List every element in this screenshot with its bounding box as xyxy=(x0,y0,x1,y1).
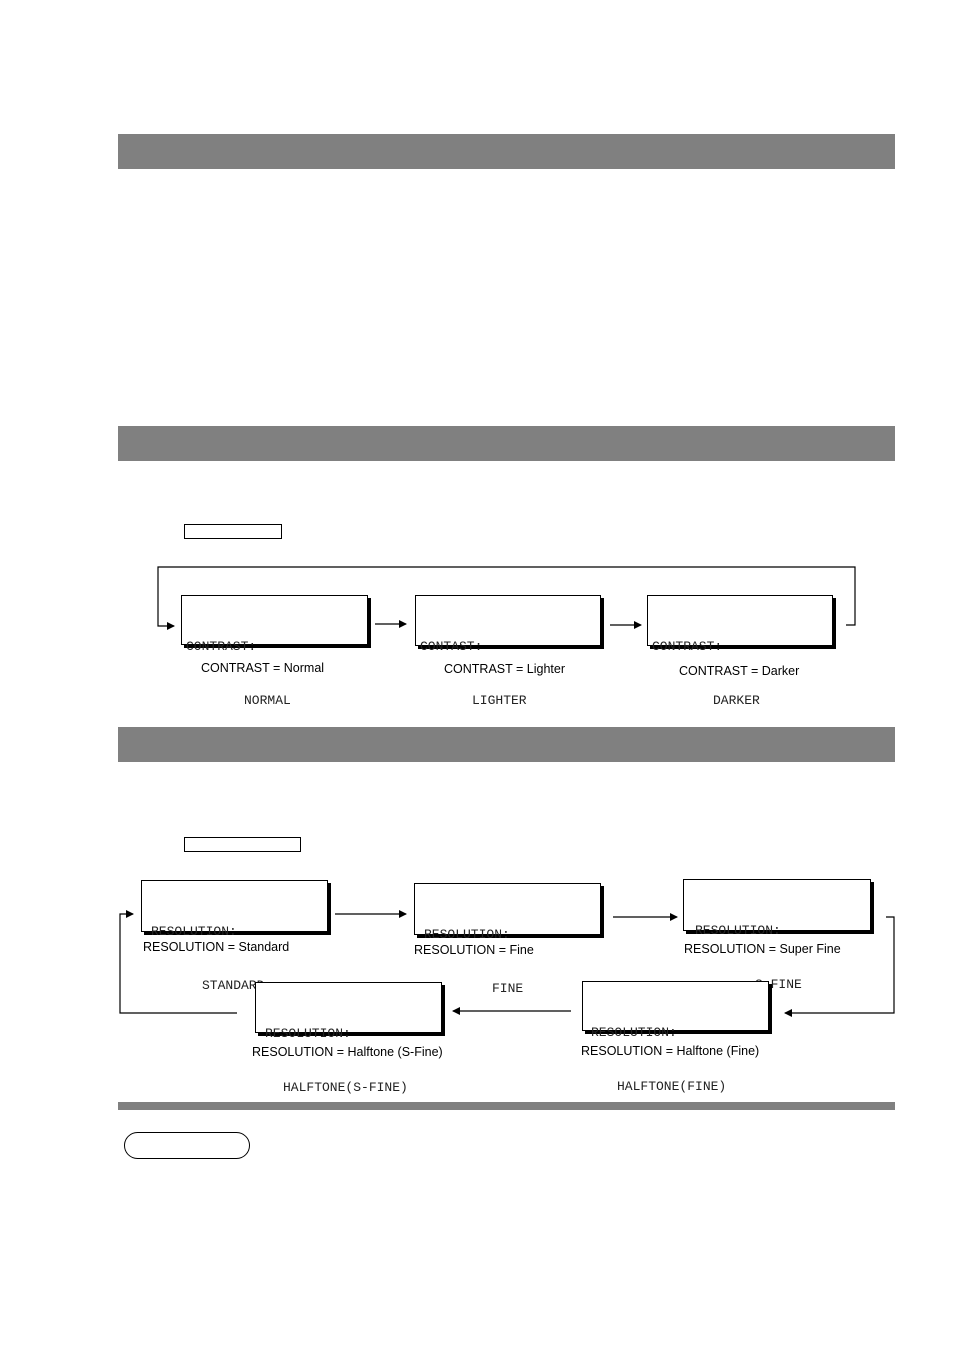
display-line-2: STANDARD xyxy=(202,978,265,993)
contrast-display-darker: CONTRAST: DARKER xyxy=(647,595,833,708)
resolution-caption-halftone-fine: RESOLUTION = Halftone (Fine) xyxy=(581,1044,760,1058)
display-line-2: FINE xyxy=(492,981,524,996)
display-line-1: RESOLUTION: xyxy=(695,923,781,938)
display-line-1: RESOLUTION: xyxy=(424,927,510,942)
note-box xyxy=(124,1132,250,1159)
resolution-display-fine: RESOLUTION: FINE xyxy=(414,883,601,996)
display-line-1: CONTAST: xyxy=(420,639,483,654)
contrast-caption-darker: CONTRAST = Darker xyxy=(679,664,800,678)
display-line-1: RESOLUTION: xyxy=(151,924,237,939)
section-header-bar-contrast xyxy=(118,426,895,461)
display-line-2: NORMAL xyxy=(244,693,291,708)
resolution-caption-super-fine: RESOLUTION = Super Fine xyxy=(684,942,841,956)
contrast-caption-normal: CONTRAST = Normal xyxy=(201,661,325,675)
resolution-caption-fine: RESOLUTION = Fine xyxy=(414,943,534,957)
contrast-display-normal: CONTRAST: NORMAL xyxy=(181,595,368,708)
contrast-key-box xyxy=(184,524,282,539)
resolution-display-halftone-fine: RESOLUTION: HALFTONE(FINE) xyxy=(582,981,769,1094)
resolution-caption-halftone-s-fine: RESOLUTION = Halftone (S-Fine) xyxy=(252,1045,443,1059)
display-line-1: CONTRAST: xyxy=(652,639,723,654)
resolution-display-standard: RESOLUTION: STANDARD xyxy=(141,880,328,993)
display-line-2: HALFTONE(S-FINE) xyxy=(283,1080,408,1095)
divider-bar xyxy=(118,1102,895,1110)
display-line-2: LIGHTER xyxy=(472,693,527,708)
display-line-1: CONTRAST: xyxy=(186,639,257,654)
display-line-2: HALFTONE(FINE) xyxy=(617,1079,727,1094)
resolution-display-halftone-s-fine: RESOLUTION: HALFTONE(S-FINE) xyxy=(255,982,442,1095)
display-line-1: RESOLUTION: xyxy=(591,1025,677,1040)
section-header-bar-resolution xyxy=(118,727,895,762)
contrast-caption-lighter: CONTRAST = Lighter xyxy=(444,662,565,676)
resolution-caption-standard: RESOLUTION = Standard xyxy=(143,940,290,954)
resolution-display-s-fine: RESOLUTION: S-FINE xyxy=(683,879,871,992)
display-line-1: RESOLUTION: xyxy=(265,1026,351,1041)
section-header-bar-1 xyxy=(118,134,895,169)
display-line-2: DARKER xyxy=(713,693,760,708)
contrast-display-lighter: CONTAST: LIGHTER xyxy=(415,595,601,708)
resolution-key-box xyxy=(184,837,301,852)
